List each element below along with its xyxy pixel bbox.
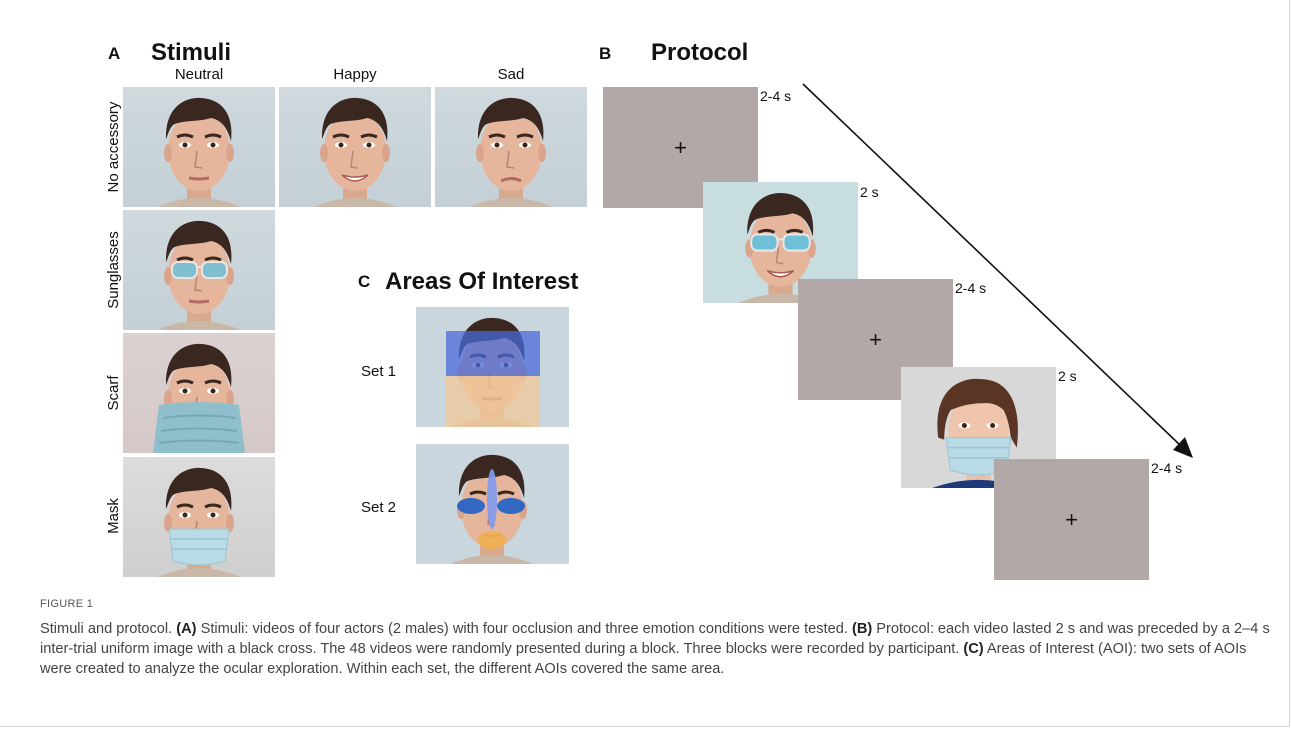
caption-c-label: (C)	[963, 641, 984, 657]
fixation-cross: +	[1065, 506, 1078, 532]
aoi-lower-face-region	[446, 376, 540, 427]
stimulus-sunglasses-neutral	[123, 210, 275, 330]
panel-c-title: Areas Of Interest	[385, 268, 579, 295]
aoi-upper-face-region	[446, 331, 540, 376]
stimulus-no-accessory-happy	[279, 87, 431, 207]
panel-a-letter: A	[108, 44, 121, 63]
time-label-5: 2-4 s	[1151, 460, 1183, 476]
figure-caption: Stimuli and protocol. (A) Stimuli: video…	[40, 619, 1270, 679]
fixation-screen-3: +	[994, 459, 1149, 580]
aoi-set-2-image	[416, 444, 569, 564]
row-label-no-accessory: No accessory	[105, 101, 122, 193]
caption-a-label: (A)	[176, 621, 197, 637]
aoi-left-eye-region	[457, 498, 485, 514]
figure-label: FIGURE 1	[40, 598, 94, 610]
aoi-set-1-image	[416, 307, 569, 427]
stimulus-scarf-neutral	[123, 333, 275, 453]
time-label-1: 2-4 s	[760, 88, 792, 104]
aoi-mouth-region	[478, 531, 506, 549]
caption-b-text: Protocol: each video lasted 2 s and was …	[40, 621, 1270, 657]
stimulus-no-accessory-sad	[435, 87, 587, 207]
fixation-cross: +	[674, 134, 687, 160]
panel-a-title: Stimuli	[151, 39, 232, 66]
time-label-4: 2 s	[1058, 368, 1077, 384]
stimulus-mask-neutral	[123, 457, 275, 577]
caption-a-text: Stimuli: videos of four actors (2 males)…	[196, 621, 852, 637]
aoi-right-eye-region	[497, 498, 525, 514]
panel-c-letter: C	[358, 272, 371, 291]
column-label-neutral: Neutral	[174, 66, 224, 83]
time-label-2: 2 s	[860, 184, 879, 200]
row-label-mask: Mask	[105, 498, 122, 534]
aoi-set-2-label: Set 2	[361, 499, 397, 516]
caption-intro: Stimuli and protocol.	[40, 621, 177, 637]
fixation-cross: +	[869, 326, 882, 352]
caption-b-label: (B)	[851, 621, 873, 637]
stimulus-no-accessory-neutral	[123, 87, 275, 207]
panel-b-letter: B	[599, 44, 612, 63]
time-label-3: 2-4 s	[955, 280, 987, 296]
time-arrow	[802, 83, 1193, 458]
aoi-set-1-label: Set 1	[361, 363, 397, 380]
panel-b-title: Protocol	[651, 39, 749, 66]
column-label-sad: Sad	[497, 66, 525, 83]
row-label-sunglasses: Sunglasses	[105, 231, 122, 309]
caption-c-text: Areas of Interest (AOI): two sets of AOI…	[40, 641, 1247, 677]
row-label-scarf: Scarf	[105, 375, 122, 411]
aoi-nose-region	[487, 469, 497, 529]
column-label-happy: Happy	[333, 66, 377, 83]
